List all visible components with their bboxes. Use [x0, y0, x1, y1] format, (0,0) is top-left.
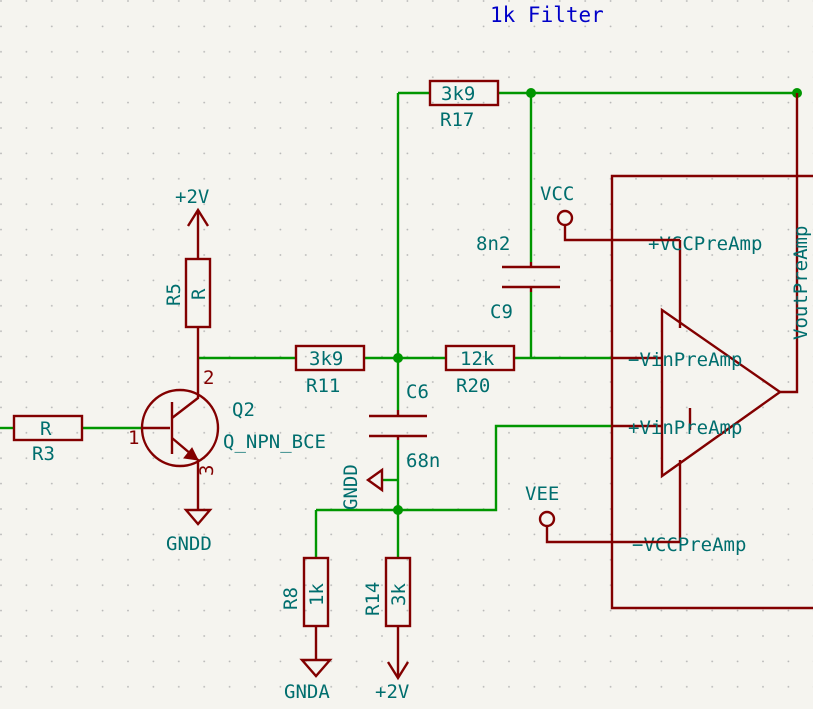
capacitor-c6[interactable] — [369, 410, 427, 440]
plus2v-bottom-label: +2V — [375, 681, 409, 703]
gndd-c6-label: GNDD — [340, 464, 362, 510]
resistor-r5[interactable] — [184, 218, 212, 358]
c9-value: 8n2 — [476, 233, 510, 255]
r3-ref: R3 — [32, 443, 55, 465]
r14-value: 3k — [388, 583, 410, 606]
q2-value: Q_NPN_BCE — [223, 431, 326, 453]
pin-label-vcc-preamp: +VCCPreAmp — [648, 233, 762, 255]
r17-ref: R17 — [440, 109, 474, 131]
gndd-symbol-q2 — [183, 508, 213, 526]
transistor-q2[interactable] — [140, 358, 220, 510]
gnda-symbol — [299, 658, 333, 678]
vcc-label: VCC — [540, 183, 574, 205]
resistor-r17[interactable] — [428, 79, 500, 107]
pin-label-vee-preamp: −VCCPreAmp — [632, 534, 746, 556]
resistor-r3[interactable] — [12, 414, 84, 442]
plus2v-top-label: +2V — [175, 186, 209, 208]
vee-label: VEE — [525, 483, 559, 505]
plus2v-arrow-down-icon — [386, 661, 410, 681]
wires — [0, 91, 797, 558]
resistor-r8[interactable] — [302, 556, 330, 660]
resistor-r20[interactable] — [444, 344, 516, 372]
q2-pin-3: 3 — [196, 465, 218, 476]
r20-ref: R20 — [456, 375, 490, 397]
vcc-connector[interactable] — [556, 209, 680, 242]
pin-label-vin-plus: +VinPreAmp — [628, 417, 742, 439]
plus2v-arrow-icon — [186, 207, 210, 227]
q2-pin-2: 2 — [203, 367, 214, 389]
r14-ref: R14 — [362, 582, 384, 616]
gnda-label: GNDA — [284, 681, 330, 703]
pin-label-vout-preamp: VoutPreAmp — [790, 226, 812, 340]
pin-label-vin-minus: −VinPreAmp — [628, 349, 742, 371]
r5-ref: R5 — [163, 283, 185, 306]
r8-value: 1k — [306, 583, 328, 606]
vee-connector[interactable] — [538, 510, 680, 544]
c6-value: 68n — [406, 450, 440, 472]
r17-value: 3k9 — [441, 83, 475, 105]
resistor-r11[interactable] — [294, 344, 366, 372]
opamp-sheet-block[interactable] — [610, 93, 813, 610]
r11-ref: R11 — [306, 375, 340, 397]
r20-value: 12k — [460, 348, 495, 370]
r5-value: R — [188, 288, 210, 300]
c6-ref: C6 — [406, 381, 429, 403]
gndd-symbol-c6 — [365, 467, 384, 493]
gndd-q2-label: GNDD — [166, 533, 212, 555]
sheet-title: 1k Filter — [490, 3, 604, 27]
resistor-r14[interactable] — [384, 556, 412, 676]
capacitor-c9[interactable] — [502, 262, 560, 292]
q2-ref: Q2 — [232, 399, 255, 421]
r8-ref: R8 — [280, 587, 302, 610]
r11-value: 3k9 — [309, 348, 343, 370]
c9-ref: C9 — [490, 301, 513, 323]
r3-value: R — [40, 418, 52, 440]
q2-pin-1: 1 — [128, 427, 139, 449]
